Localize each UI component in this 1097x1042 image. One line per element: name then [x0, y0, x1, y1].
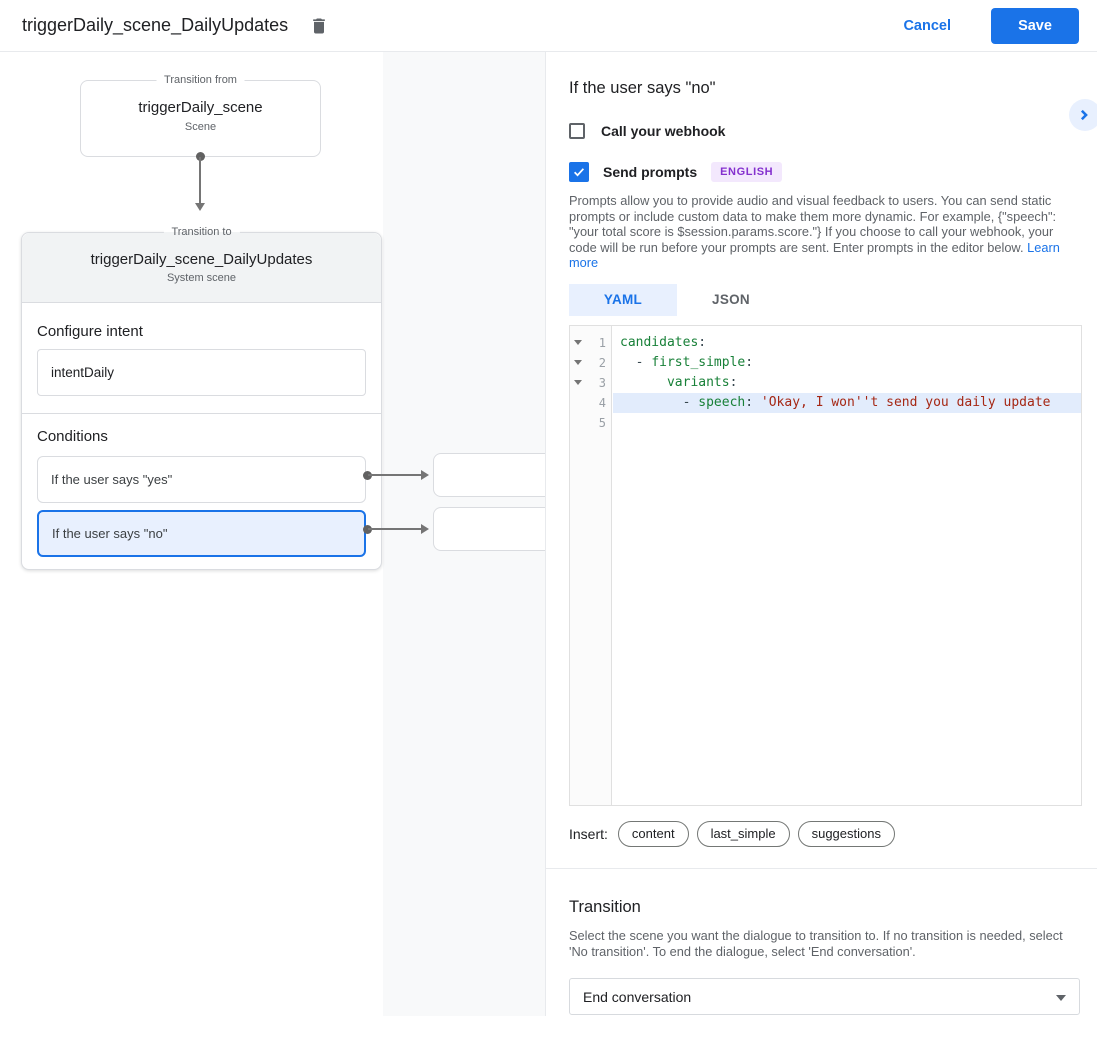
- collapse-panel-button[interactable]: [1069, 99, 1097, 131]
- configure-intent-label: Configure intent: [37, 323, 143, 340]
- save-button[interactable]: Save: [991, 7, 1079, 44]
- transition-select[interactable]: End conversation: [569, 978, 1080, 1016]
- editor-code-area[interactable]: candidates: - first_simple: variants: - …: [613, 326, 1081, 805]
- send-prompts-checkbox[interactable]: [569, 162, 589, 182]
- code-line-active: - speech: 'Okay, I won''t send you daily…: [613, 392, 1081, 413]
- line-number: 4: [598, 395, 606, 410]
- condition-item-no[interactable]: If the user says "no": [37, 510, 366, 557]
- editor-format-tabs: YAML JSON: [569, 283, 1073, 316]
- condition-item-yes[interactable]: If the user says "yes": [37, 456, 366, 503]
- code-token: [620, 375, 667, 390]
- condition-detail-panel: If the user says "no" Call your webhook …: [545, 52, 1097, 1016]
- intent-item[interactable]: intentDaily: [37, 349, 366, 396]
- code-token: candidates: [620, 334, 699, 350]
- code-token: first_simple: [651, 354, 746, 370]
- transition-description: Select the scene you want the dialogue t…: [569, 927, 1063, 959]
- send-prompts-label: Send prompts: [603, 164, 698, 180]
- line-number: 3: [598, 375, 606, 390]
- tab-json[interactable]: JSON: [712, 292, 750, 308]
- connector-dot: [363, 525, 372, 534]
- checkmark-icon: [572, 165, 586, 179]
- code-token: -: [620, 354, 652, 370]
- line-number: 1: [598, 335, 606, 350]
- app-header: triggerDaily_scene_DailyUpdates Cancel S…: [0, 0, 1097, 52]
- language-badge: ENGLISH: [711, 162, 783, 182]
- send-prompts-row: Send prompts ENGLISH: [569, 162, 1073, 182]
- insert-chip-last-simple[interactable]: last_simple: [696, 820, 790, 847]
- transition-from-card[interactable]: Transition from triggerDaily_scene Scene: [80, 74, 321, 157]
- code-token: :: [745, 394, 761, 410]
- panel-title: If the user says "no": [569, 79, 716, 97]
- transition-from-legend: Transition from: [156, 74, 245, 86]
- page-title: triggerDaily_scene_DailyUpdates: [22, 15, 289, 35]
- connector-line: [368, 474, 422, 476]
- arrow-right-icon: [421, 524, 429, 534]
- prompts-description: Prompts allow you to provide audio and v…: [569, 193, 1079, 271]
- dropdown-arrow-icon: [1056, 995, 1066, 1002]
- panel-divider: [546, 867, 1097, 869]
- to-scene-body: Configure intent intentDaily Conditions …: [22, 303, 381, 557]
- insert-chip-content[interactable]: content: [617, 820, 689, 847]
- line-number: 5: [598, 415, 606, 430]
- code-token: :: [729, 374, 738, 390]
- code-token: 'Okay, I won''t send you daily update: [760, 394, 1051, 410]
- target-scene-card[interactable]: [433, 507, 545, 551]
- code-token: speech: [698, 394, 746, 410]
- to-scene-name: triggerDaily_scene_DailyUpdates: [90, 251, 313, 268]
- code-line: variants:: [613, 373, 1081, 393]
- code-token: :: [745, 354, 754, 370]
- connector-dot: [196, 152, 205, 161]
- fold-arrow-icon[interactable]: [574, 340, 582, 346]
- scene-diagram-canvas: Transition from triggerDaily_scene Scene…: [0, 52, 545, 1016]
- arrow-down-icon: [195, 203, 205, 211]
- transition-select-value: End conversation: [583, 988, 692, 1005]
- prompt-code-editor[interactable]: 1 2 3 4 5 can: [569, 324, 1082, 806]
- connector-line: [368, 528, 422, 530]
- code-token: -: [620, 394, 699, 410]
- transition-to-card: Transition to triggerDaily_scene_DailyUp…: [21, 226, 382, 570]
- target-scene-card[interactable]: [433, 453, 545, 497]
- learn-more-link[interactable]: Learn more: [569, 239, 1060, 271]
- code-token: variants: [666, 374, 730, 390]
- from-scene-type: Scene: [184, 121, 217, 133]
- line-number: 2: [598, 355, 606, 370]
- trash-icon: [309, 16, 329, 36]
- webhook-label: Call your webhook: [601, 123, 726, 139]
- conditions-label: Conditions: [37, 428, 108, 445]
- chevron-right-icon: [1075, 105, 1095, 125]
- code-line: - first_simple:: [613, 353, 1081, 373]
- connector-line: [199, 157, 201, 203]
- code-line: candidates:: [613, 333, 1081, 353]
- transition-section-title: Transition: [569, 897, 641, 916]
- code-token: :: [698, 334, 707, 350]
- editor-gutter: 1 2 3 4 5: [570, 325, 612, 805]
- code-line: [613, 413, 1081, 433]
- webhook-checkbox[interactable]: [569, 123, 585, 139]
- insert-label: Insert:: [569, 825, 608, 842]
- to-scene-header: triggerDaily_scene_DailyUpdates System s…: [22, 233, 381, 303]
- delete-scene-button[interactable]: [306, 13, 332, 39]
- prompts-description-text: Prompts allow you to provide audio and v…: [569, 193, 1057, 255]
- insert-row: Insert: content last_simple suggestions: [569, 820, 1073, 847]
- arrow-right-icon: [421, 470, 429, 480]
- transition-to-legend: Transition to: [163, 226, 240, 238]
- cancel-button[interactable]: Cancel: [903, 17, 951, 34]
- insert-chip-suggestions[interactable]: suggestions: [797, 820, 895, 847]
- from-scene-name: triggerDaily_scene: [138, 99, 263, 116]
- to-scene-type: System scene: [166, 272, 237, 284]
- connector-dot: [363, 471, 372, 480]
- fold-arrow-icon[interactable]: [574, 360, 582, 366]
- fold-arrow-icon[interactable]: [574, 380, 582, 386]
- tab-yaml[interactable]: YAML: [569, 283, 677, 316]
- webhook-row: Call your webhook: [569, 123, 1073, 139]
- card-section-divider: [22, 413, 381, 414]
